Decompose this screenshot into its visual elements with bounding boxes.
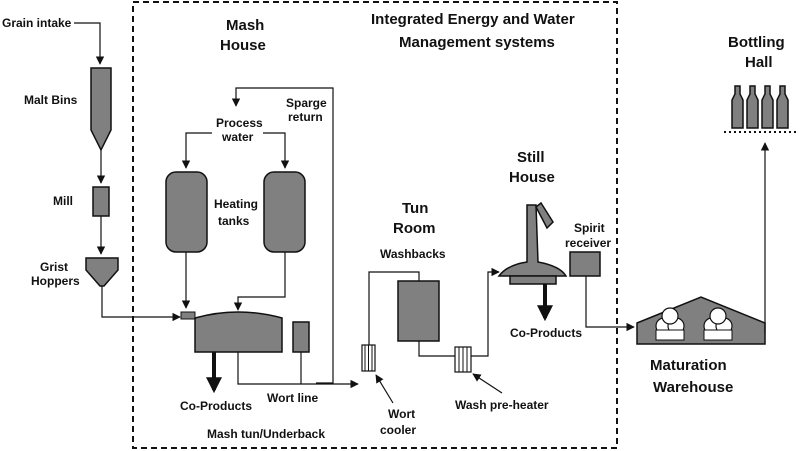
integrated-systems-label-2: Management systems xyxy=(399,34,555,51)
integrated-systems-boundary xyxy=(132,1,618,449)
grain-intake-label: Grain intake xyxy=(2,16,72,30)
grist-to-mashtun-pipe xyxy=(101,286,181,322)
spirit-receiver-label-1: Spirit xyxy=(574,221,605,235)
malt-bins-label: Malt Bins xyxy=(24,93,78,107)
sparge-return-label-1: Sparge xyxy=(286,96,327,110)
malt-bin-vessel xyxy=(90,67,112,152)
pot-still-body xyxy=(497,204,568,277)
cask xyxy=(661,307,679,325)
heating-label: Heating xyxy=(214,197,258,211)
mash-house-label-2: House xyxy=(220,37,266,54)
mash-tun-underback-label: Mash tun/Underback xyxy=(207,427,325,441)
sparge-return-pipe xyxy=(231,87,334,384)
cask-rack xyxy=(703,329,733,341)
mash-house-label-1: Mash xyxy=(226,17,264,34)
cask-rack xyxy=(655,329,685,341)
wort-cooler-label-1: Wort xyxy=(388,407,415,421)
process-water-label-1: Process xyxy=(216,116,263,130)
sparge-return-label-2: return xyxy=(288,110,323,124)
grist-label: Grist xyxy=(40,260,68,274)
underback-vessel xyxy=(292,321,310,353)
bottling-label: Bottling xyxy=(728,34,785,51)
wort-cooler-pointer xyxy=(375,374,394,404)
spirit-receiver-label-2: receiver xyxy=(565,236,611,250)
wort-cooler-label-2: cooler xyxy=(380,423,416,437)
bottles xyxy=(731,85,789,129)
pot-still-base xyxy=(509,275,557,285)
hoppers-label: Hoppers xyxy=(31,274,80,288)
cask-stack-left xyxy=(655,307,685,341)
heating-tank-left xyxy=(165,171,208,253)
process-water-to-tank2 xyxy=(263,132,290,169)
co-products-left-label: Co-Products xyxy=(180,399,252,413)
cask-stack-right xyxy=(703,307,733,341)
grist-hopper-vessel xyxy=(85,257,119,287)
hall-label: Hall xyxy=(745,54,773,71)
co-products-right-label: Co-Products xyxy=(510,326,582,340)
bottle xyxy=(761,85,774,129)
still-house-label-1: Still xyxy=(517,149,545,166)
heating-tank-right xyxy=(263,171,306,253)
grain-intake-pipe xyxy=(74,22,105,65)
mash-tun-vessel xyxy=(194,311,283,353)
still-house-label-2: House xyxy=(509,169,555,186)
cask xyxy=(709,307,727,325)
spirit-receiver-vessel xyxy=(569,251,601,277)
tank-right-to-mashtun xyxy=(233,252,286,311)
tanks-label: tanks xyxy=(218,214,250,228)
mill-label: Mill xyxy=(53,194,73,208)
preheater-to-still-pipe xyxy=(471,267,500,357)
wash-preheater-pointer xyxy=(472,373,503,394)
washback-to-preheater-pipe xyxy=(418,341,455,357)
wash-preheater-label: Wash pre-heater xyxy=(455,398,549,412)
tun-room-label-2: Room xyxy=(393,220,436,237)
receiver-to-warehouse-pipe xyxy=(585,276,635,332)
bottle xyxy=(731,85,744,129)
washbacks-label: Washbacks xyxy=(380,247,446,261)
integrated-systems-label-1: Integrated Energy and Water xyxy=(371,11,575,28)
washback-vessel xyxy=(397,280,440,342)
warehouse-label: Warehouse xyxy=(653,379,733,396)
process-water-to-tank1 xyxy=(181,132,212,169)
maturation-label: Maturation xyxy=(650,357,727,374)
wort-line-pipe xyxy=(237,352,359,389)
bottle xyxy=(776,85,789,129)
wort-line-label: Wort line xyxy=(267,391,318,405)
process-water-label-2: water xyxy=(221,130,254,144)
cooler-to-washback-pipe xyxy=(368,271,420,345)
bottle xyxy=(746,85,759,129)
mill-vessel xyxy=(92,186,110,217)
tun-room-label-1: Tun xyxy=(402,200,428,217)
pot-still-lyne-arm xyxy=(535,201,554,230)
mashtun-inlet xyxy=(180,311,196,320)
